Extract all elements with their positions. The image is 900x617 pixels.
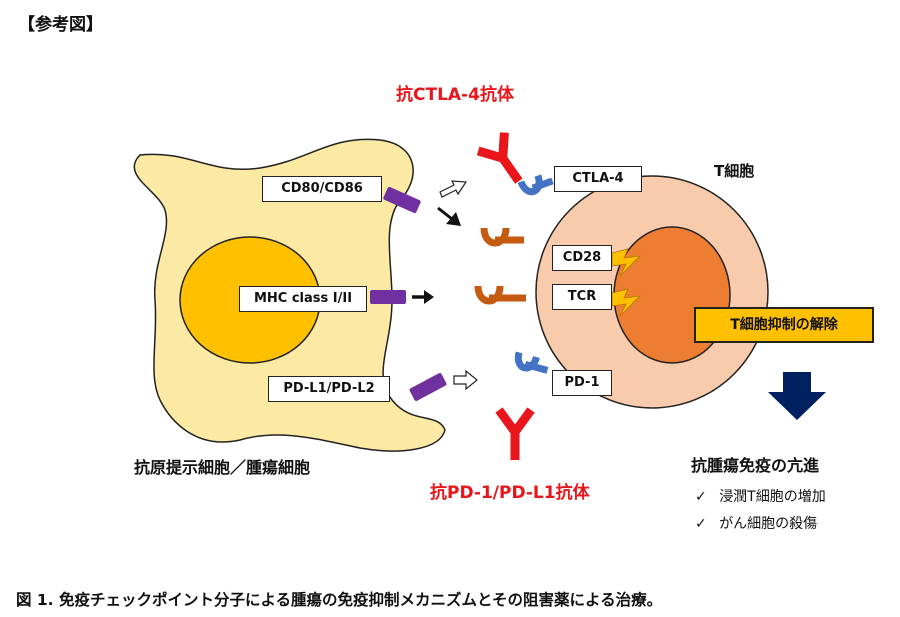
effect-item-label: 浸潤T細胞の増加 [719,489,826,505]
mhc-ligand [370,290,406,304]
pdl1-pd1-hollow-arrow [453,369,478,391]
effect-item: ✓ 浸潤T細胞の増加 [695,486,826,506]
cd28-receptor [480,227,524,247]
mhc-tcr-arrow [412,290,434,304]
effect-title: 抗腫瘍免疫の亢進 [691,456,820,475]
mhc-label: MHC class I/II [239,286,367,312]
anti-pd1-title: 抗PD-1/PD-L1抗体 [430,483,590,503]
cd80-cd28-arrow [437,206,461,226]
tcr-lightning-icon [611,288,642,317]
cd28-label: CD28 [552,245,612,271]
release-box: T細胞抑制の解除 [694,307,874,343]
effect-item-label: がん細胞の殺傷 [719,516,818,532]
pd1-label: PD-1 [552,370,612,396]
pd1-receptor [514,351,549,374]
cd28-lightning-icon [611,248,642,277]
cd80-ligand [383,186,421,214]
down-arrow-icon [768,372,826,420]
pdl1-label: PD-L1/PD-L2 [268,376,390,402]
figure-caption: 図 1. 免疫チェックポイント分子による腫瘍の免疫抑制メカニズムとその阻害薬によ… [16,591,663,609]
check-icon: ✓ [695,489,707,505]
ctla4-label: CTLA-4 [554,166,642,192]
header-title: 【参考図】 [18,15,103,35]
cd80-ctla4-hollow-arrow [439,180,468,198]
cd80-label: CD80/CD86 [262,176,382,202]
tcr-receptor [474,285,526,305]
apc-caption: 抗原提示細胞／腫瘍細胞 [134,458,311,477]
ctla4-receptor [517,174,554,196]
pdl1-ligand [409,373,447,401]
effect-item: ✓ がん細胞の殺傷 [695,513,817,533]
anti-pd1-antibody [495,407,535,460]
check-icon: ✓ [695,516,707,532]
tcell-title: T細胞 [714,162,755,180]
tcr-label: TCR [552,284,612,310]
anti-ctla4-title: 抗CTLA-4抗体 [396,85,514,105]
anti-ctla4-antibody [476,132,523,184]
